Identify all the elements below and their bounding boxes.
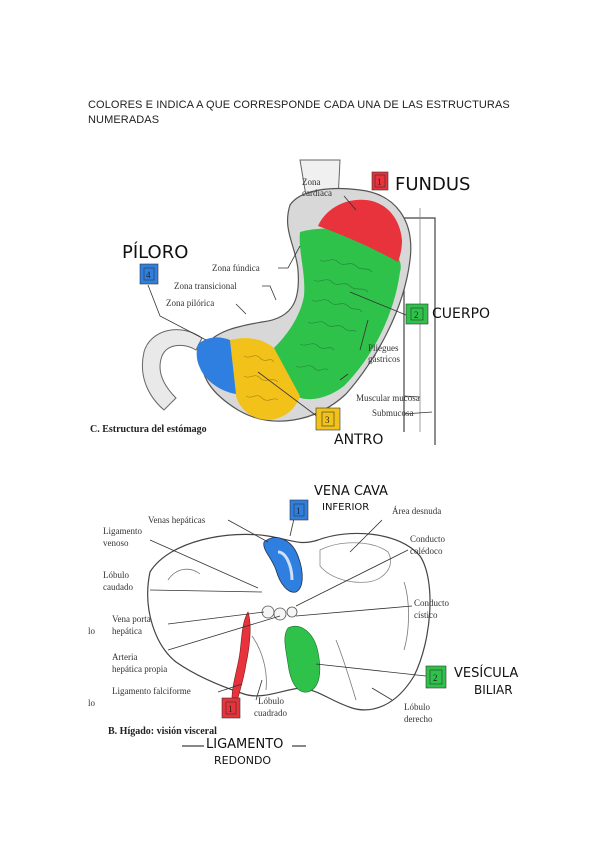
label-lobulo-caudado-line2: caudado [103, 582, 133, 592]
label-pliegues-line1: Pliegues [368, 343, 399, 353]
label-zona-pilorica: Zona pilórica [166, 298, 214, 308]
label-conducto-cistico-line2: cístico [414, 610, 438, 620]
instructions-text: COLORES E INDICA A QUE CORRESPONDE CADA … [88, 99, 510, 126]
label-arteria-hepatica-line1: Arteria [112, 652, 137, 662]
stomach-pylorus-region [196, 337, 236, 394]
stomach-marker-4: 4 [139, 263, 159, 285]
answer-antro: ANTRO [334, 432, 383, 448]
label-lobulo-cuadrado-line1: Lóbulo [258, 696, 284, 706]
label-conducto-coledoco-line1: Conducto [410, 534, 445, 544]
bare-area [319, 542, 391, 583]
label-edge-fragment-1: lo [88, 626, 96, 636]
svg-text:1: 1 [296, 506, 301, 516]
stomach-marker-1: 1 [371, 171, 389, 191]
answer-vesicula-line1: VESÍCULA [454, 665, 518, 681]
answer-vena-cava-line1: VENA CAVA [314, 484, 388, 499]
stomach-caption: C. Estructura del estómago [90, 424, 207, 435]
label-zona-transicional: Zona transicional [174, 281, 237, 291]
label-lobulo-caudado-line1: Lóbulo [103, 570, 129, 580]
svg-text:2: 2 [414, 310, 419, 320]
answer-cuerpo: CUERPO [432, 306, 490, 322]
label-conducto-coledoco-line2: colédoco [410, 546, 443, 556]
label-zona-cardiaca-line2: cardíaca [302, 188, 332, 198]
stomach-figure: Zona cardíaca Zona fúndica Zona transici… [88, 159, 490, 448]
label-arteria-hepatica-line2: hepática propia [112, 664, 167, 674]
liver-marker-1-red: 1 [221, 697, 241, 719]
svg-text:3: 3 [325, 415, 330, 425]
label-ligamento-falciforme: Ligamento falciforme [112, 686, 191, 696]
label-muscular-mucosa: Muscular mucosa [356, 393, 420, 403]
label-ligamento-venoso-line2: venoso [103, 538, 129, 548]
label-vena-porta-line1: Vena porta [112, 614, 151, 624]
label-lobulo-derecho-line1: Lóbulo [404, 702, 430, 712]
svg-text:1: 1 [377, 177, 382, 187]
liver-caption: B. Hígado: visión visceral [108, 726, 217, 737]
label-area-desnuda: Área desnuda [392, 506, 441, 516]
answer-ligamento-line2: REDONDO [214, 754, 271, 767]
label-submucosa: Submucosa [372, 408, 414, 418]
liver-marker-2-green: 2 [425, 665, 447, 689]
liver-outline [147, 532, 431, 711]
liver-marker-1-blue: 1 [289, 499, 309, 521]
stomach-marker-2: 2 [405, 303, 429, 325]
label-venas-hepaticas: Venas hepáticas [148, 515, 206, 525]
stomach-marker-3: 3 [315, 407, 341, 431]
duodenum [141, 329, 203, 411]
svg-text:2: 2 [433, 673, 438, 683]
svg-text:1: 1 [228, 704, 233, 714]
answer-vesicula-line2: BILIAR [474, 683, 513, 697]
svg-text:4: 4 [146, 270, 151, 280]
label-edge-fragment-2: lo [88, 698, 96, 708]
label-lobulo-derecho-line2: derecho [404, 714, 433, 724]
label-conducto-cistico-line1: Conducto [414, 598, 449, 608]
label-pliegues-line2: gástricos [368, 354, 400, 364]
label-zona-cardiaca-line1: Zona [302, 177, 321, 187]
answer-vena-cava-line2: INFERIOR [322, 502, 369, 513]
stomach-fundus-region [318, 199, 402, 262]
label-zona-fundica: Zona fúndica [212, 263, 260, 273]
label-vena-porta-line2: hepática [112, 626, 142, 636]
answer-fundus: FUNDUS [395, 174, 470, 195]
liver-figure: Venas hepáticas Ligamento venoso Lóbulo … [88, 484, 518, 767]
vesicula-biliar-region [284, 626, 321, 693]
answer-ligamento-line1: LIGAMENTO [206, 737, 283, 752]
stomach-antrum-region [230, 338, 300, 420]
label-lobulo-cuadrado-line2: cuadrado [254, 708, 287, 718]
stomach-body-cuerpo-region [274, 228, 401, 400]
answer-piloro: PÍLORO [122, 241, 188, 263]
label-ligamento-venoso-line1: Ligamento [103, 526, 142, 536]
